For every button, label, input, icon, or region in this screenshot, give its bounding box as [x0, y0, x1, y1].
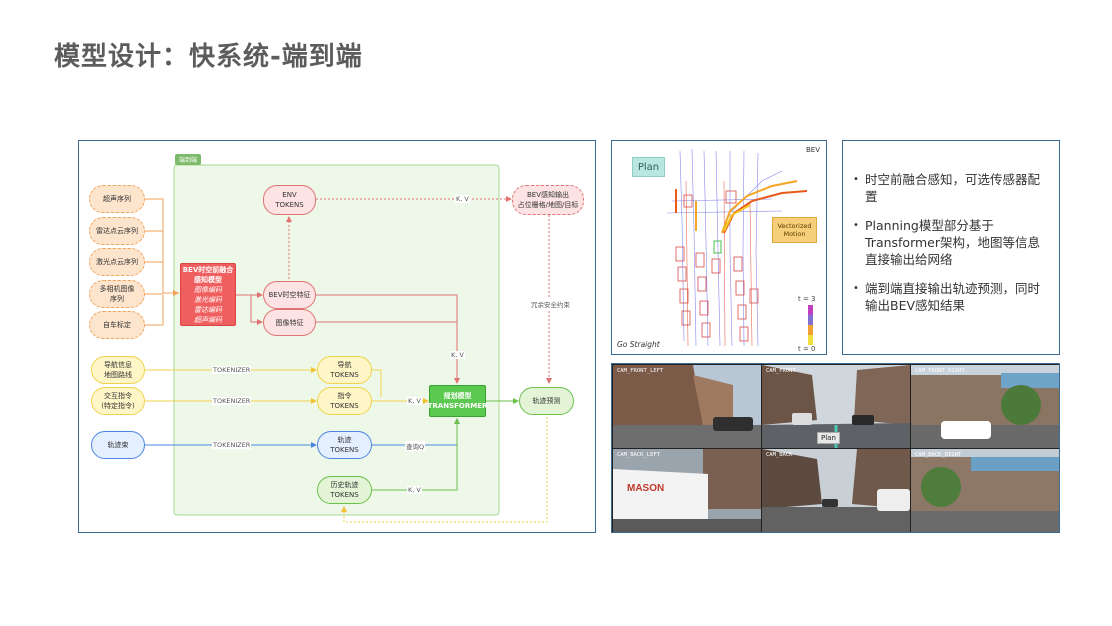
colorbar-top-label: t = 3	[798, 295, 816, 303]
vectorized-motion	[675, 180, 808, 234]
input-ultrasonic: 超声序列	[89, 185, 145, 213]
trajectory-prediction: 轨迹预测	[519, 387, 574, 415]
truck-text: MASON	[627, 483, 664, 494]
colorbar-bottom-label: t = 0	[798, 345, 816, 353]
camera-plan-label: Plan	[817, 432, 840, 444]
image-feature: 图像特征	[263, 309, 316, 336]
redundancy-constraint-label: 冗余安全约束	[530, 299, 571, 309]
bev-perception-output: BEV感知输出占位栅格/地图/目标	[512, 185, 584, 215]
summary-panel: •时空前融合感知，可选传感器配置 •Planning模型部分基于Transfor…	[842, 140, 1060, 355]
lane-lines-red	[685, 180, 753, 347]
object-boxes	[675, 190, 759, 342]
input-interaction: 交互指令(特定指令)	[91, 387, 145, 415]
input-camera: 多相机图像序列	[89, 280, 145, 308]
input-navigation: 导航信息地图路线	[91, 356, 145, 384]
camera-back-right: CAM_BACK_RIGHT	[911, 449, 1059, 532]
bev-feature: BEV时空特征	[263, 281, 316, 309]
bev-plan-label: Plan	[632, 157, 665, 177]
end-to-end-region	[173, 164, 500, 516]
kv-label-bev: K, V	[450, 351, 465, 359]
camera-front-left: CAM_FRONT_LEFT	[613, 365, 761, 448]
slide-title: 模型设计：快系统-端到端	[54, 42, 363, 72]
camera-back-left: MASON CAM_BACK_LEFT	[613, 449, 761, 532]
kv-label-cmd: K, V	[407, 397, 422, 405]
ego-vehicle	[713, 240, 722, 254]
bullet-item: •端到端直接输出轨迹预测，同时输出BEV感知结果	[853, 281, 1041, 313]
input-radar: 雷达点云序列	[89, 217, 145, 245]
driving-mode-label: Go Straight	[617, 340, 660, 349]
camera-back: CAM_BACK	[762, 449, 910, 532]
lane-lines	[666, 148, 783, 347]
architecture-diagram: 端到端 超声序列 雷达点云序列 激光点云序列 多相机图像序列 自车标定 导航信息…	[78, 140, 596, 533]
kv-label-history: K, V	[407, 486, 422, 494]
input-trajectory-set: 轨迹束	[91, 431, 145, 459]
bev-plot	[666, 148, 813, 347]
bev-title: BEV	[805, 146, 820, 154]
tokenizer-label-nav: TOKENIZER	[212, 366, 252, 374]
tokenizer-label-traj: TOKENIZER	[212, 441, 252, 449]
bullet-item: •Planning模型部分基于Transformer架构，地图等信息直接输出给网…	[853, 218, 1041, 267]
tokenizer-label-cmd: TOKENIZER	[212, 397, 252, 405]
region-label: 端到端	[175, 154, 202, 165]
kv-label-env: K, V	[455, 195, 470, 203]
input-lidar: 激光点云序列	[89, 248, 145, 276]
camera-views: CAM_FRONT_LEFT CAM_FRONT CAM_FRONT_RIGHT	[611, 363, 1060, 533]
bev-fusion-model: BEV时空前融合感知模型 图像编码激光编码 雷达编码超声编码	[180, 263, 236, 326]
query-label: 查询Q	[405, 441, 426, 451]
input-ego-calibration: 自车标定	[89, 311, 145, 339]
bullet-item: •时空前融合感知，可选传感器配置	[853, 172, 1041, 204]
camera-front-right: CAM_FRONT_RIGHT	[911, 365, 1059, 448]
diagram-connectors	[145, 164, 552, 523]
